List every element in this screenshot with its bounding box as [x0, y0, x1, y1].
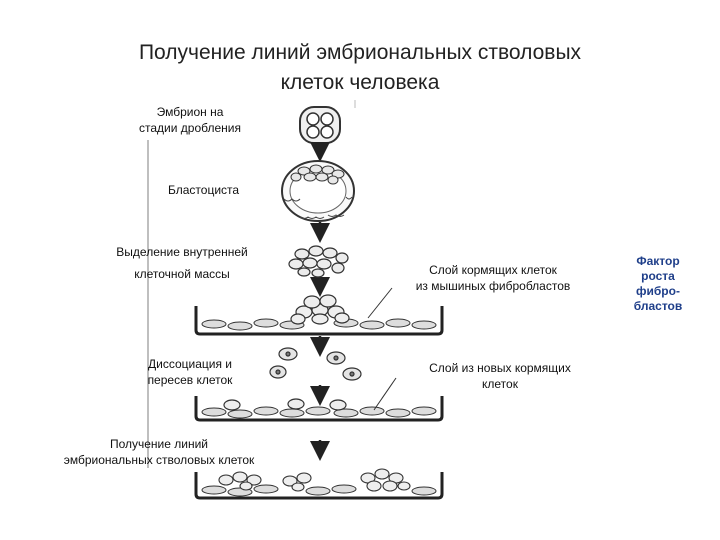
label-embryo-line1: Эмбрион на	[156, 105, 224, 119]
label-dissociation-line1: Диссоциация и	[148, 357, 232, 371]
embryo-illustration	[299, 106, 341, 144]
blastocyst-illustration	[281, 160, 355, 222]
page-title: Получение линий эмбриональных стволовых …	[60, 38, 660, 98]
label-lines: Получение линий эмбриональных стволовых …	[34, 436, 284, 468]
side-note-line3: фибро-	[636, 284, 680, 298]
label-dissociation: Диссоциация и пересев клеток	[120, 356, 260, 388]
title-line-2: клеток человека	[280, 71, 440, 94]
label-dissociation-line2: пересев клеток	[147, 373, 233, 387]
dissociated-cells-illustration	[269, 347, 362, 381]
label-inner-mass-line1: Выделение внутренней	[116, 245, 248, 259]
label-feeder-mouse-line2: из мышиных фибробластов	[415, 279, 571, 293]
label-feeder-new: Слой из новых кормящих клеток	[400, 360, 600, 392]
title-line-1: Получение линий эмбриональных стволовых	[138, 41, 582, 64]
label-blastocyst-text: Бластоциста	[168, 183, 240, 197]
inner-cell-mass-illustration	[288, 245, 349, 278]
label-blastocyst: Бластоциста	[168, 182, 264, 198]
label-embryo: Эмбрион на стадии дробления	[120, 104, 260, 136]
culture-dish-2	[194, 396, 444, 422]
label-feeder-mouse-line1: Слой кормящих клеток	[429, 263, 557, 277]
side-note-line4: бластов	[633, 299, 683, 313]
label-embryo-line2: стадии дробления	[139, 121, 241, 135]
label-lines-line2: эмбриональных стволовых клеток	[63, 453, 255, 467]
side-note: Фактор роста фибро- бластов	[618, 254, 698, 314]
label-inner-mass-line2: клеточной массы	[134, 267, 230, 281]
pointer-feeder-new	[373, 377, 397, 411]
label-lines-line1: Получение линий	[109, 437, 209, 451]
label-inner-mass: Выделение внутренней клеточной массы	[94, 241, 270, 285]
side-note-line2: роста	[641, 269, 675, 283]
culture-dish-1	[194, 294, 444, 336]
side-note-line1: Фактор	[636, 254, 680, 268]
label-feeder-new-line1: Слой из новых кормящих	[429, 361, 571, 375]
pointer-feeder-mouse	[367, 287, 393, 319]
label-feeder-new-line2: клеток	[482, 377, 518, 391]
label-feeder-mouse: Слой кормящих клеток из мышиных фибробла…	[390, 262, 596, 294]
culture-dish-3	[194, 468, 444, 500]
